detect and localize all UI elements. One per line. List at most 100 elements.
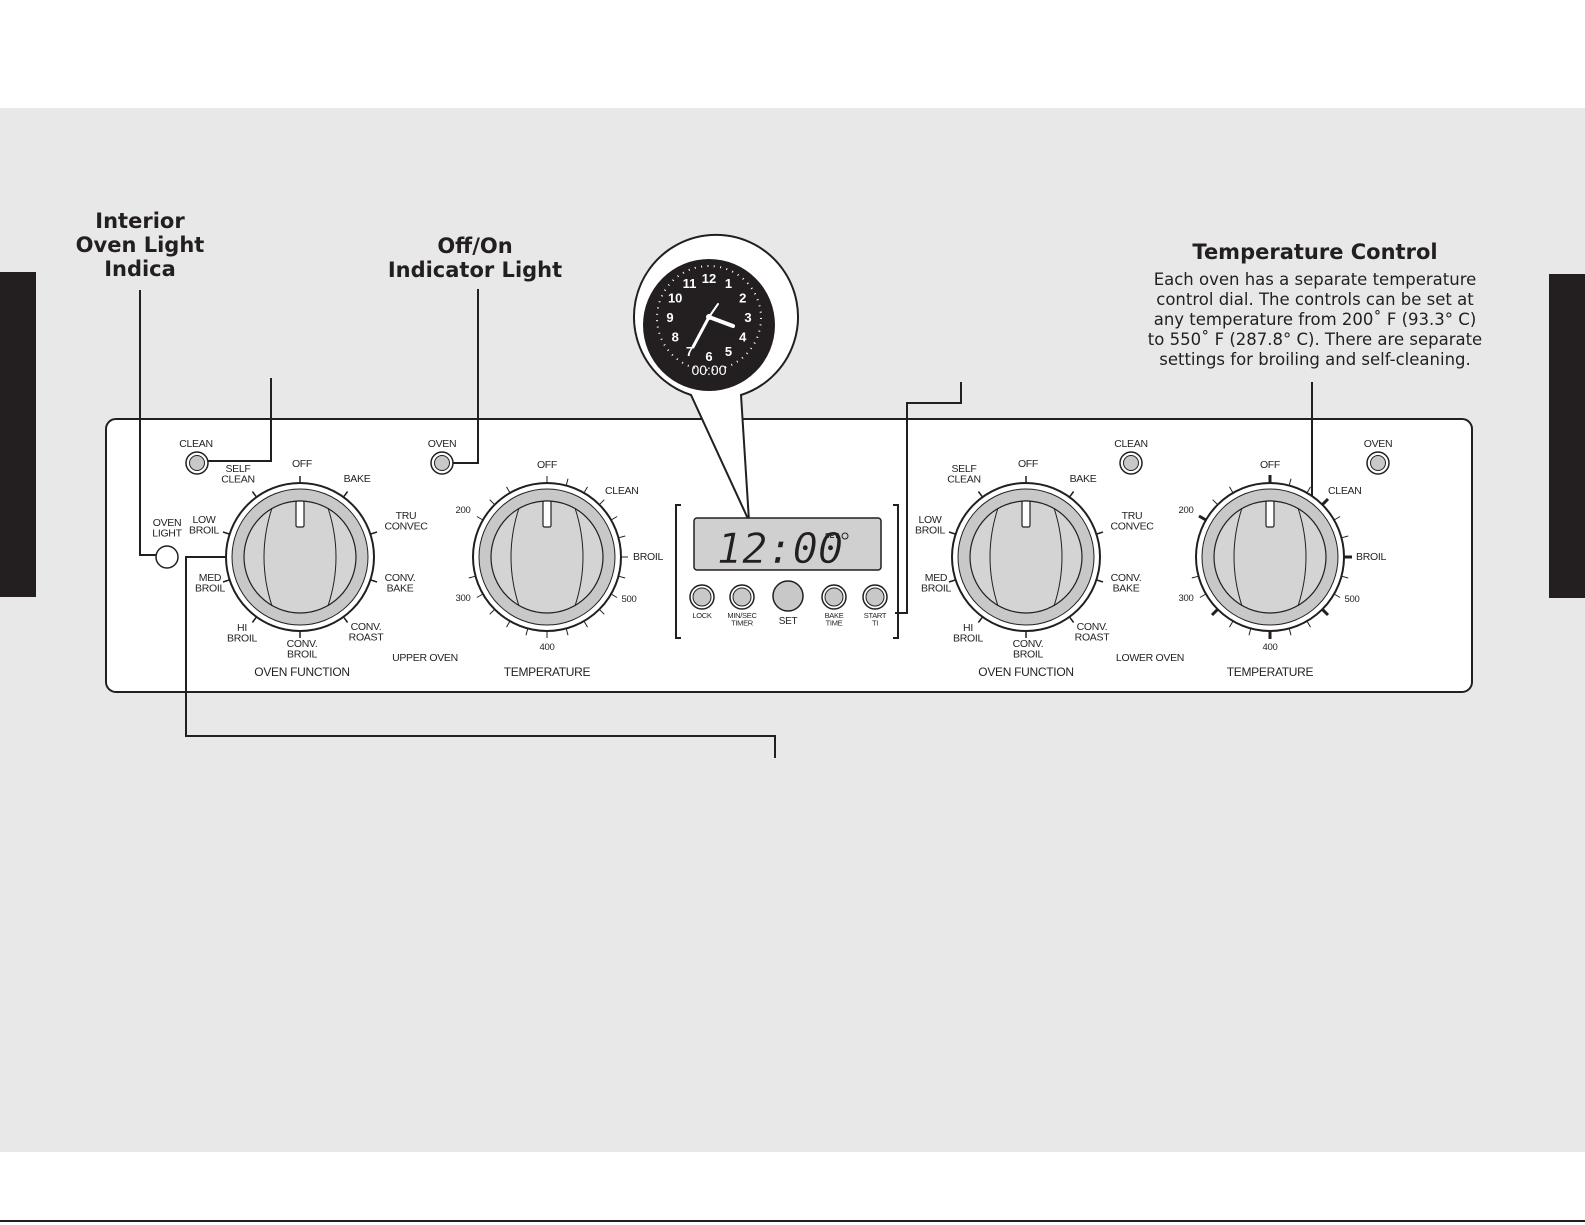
clock-number: 4 — [739, 330, 747, 345]
lock-button[interactable] — [689, 584, 715, 610]
dial-tick — [1333, 516, 1341, 521]
temp-400-label: 400 — [540, 642, 555, 653]
display-set-indicator: SET — [825, 533, 839, 540]
dial-tick — [1321, 497, 1330, 506]
interior-light-callout-title: Interior Oven Light Indica — [75, 209, 205, 281]
dial-tick — [468, 575, 476, 579]
lower-temperature-knob[interactable] — [1195, 482, 1345, 632]
clock-number: 1 — [725, 276, 732, 291]
lower-oven-indicator — [1366, 451, 1390, 475]
dial-tick — [1229, 620, 1234, 628]
temperature-label: TEMPERATURE — [1227, 665, 1314, 679]
min-sec-timer-button[interactable] — [729, 584, 755, 610]
temp-200-label: 200 — [456, 505, 471, 516]
conv-bake-label: CONV.BAKE — [385, 572, 416, 595]
footer-rule — [0, 1220, 1585, 1222]
dial-tick — [1191, 575, 1199, 579]
clean-label: CLEAN — [1114, 438, 1148, 450]
dial-tick — [1321, 608, 1330, 617]
left-edge-tab — [0, 272, 36, 597]
clock-number: 12 — [702, 271, 716, 286]
dial-tick-marks — [222, 475, 1352, 639]
clock-number: 5 — [725, 344, 732, 359]
clock-number: 7 — [686, 344, 693, 359]
display-time: 12:00 — [717, 524, 843, 573]
temperature-control-callout-title: Temperature Control — [1192, 240, 1438, 264]
dial-tick — [1248, 628, 1252, 636]
bake-time-button[interactable] — [821, 584, 847, 610]
upper-oven-label: UPPER OVEN — [392, 652, 458, 664]
off-label: OFF — [537, 459, 557, 471]
clock-number: 6 — [705, 349, 712, 364]
dial-tick — [370, 531, 378, 535]
conv-broil-label: CONV.BROIL — [287, 638, 318, 661]
dial-tick — [618, 575, 626, 579]
upper-temperature-knob[interactable] — [472, 482, 622, 632]
dial-tick — [1198, 514, 1207, 522]
start-time-button[interactable] — [862, 584, 888, 610]
dial-tick — [342, 491, 349, 498]
dial-tick — [1229, 486, 1234, 494]
clock-number: 2 — [739, 291, 746, 306]
conv-bake-label: CONV.BAKE — [1111, 572, 1142, 595]
broil-label: BROIL — [633, 551, 663, 563]
oven-function-label: OVEN FUNCTION — [978, 665, 1073, 679]
dial-tick — [618, 535, 626, 539]
offon-light-callout-title: Off/On Indicator Light — [387, 234, 563, 282]
dial-tick — [222, 579, 230, 583]
oven-label: OVEN — [428, 438, 457, 450]
dial-tick — [565, 478, 569, 486]
temperature-label: TEMPERATURE — [504, 665, 591, 679]
dial-tick — [610, 516, 618, 521]
right-edge-tab — [1549, 274, 1585, 598]
dial-tick — [1212, 499, 1219, 506]
clock-number: 11 — [683, 276, 697, 291]
set-label: SET — [779, 616, 798, 627]
off-label: OFF — [1018, 458, 1038, 470]
lcd-display — [693, 517, 882, 571]
dial-tick — [1210, 608, 1219, 617]
dial-tick — [1068, 616, 1075, 623]
display-bracket — [675, 504, 899, 639]
dial-tick — [948, 579, 956, 583]
dial-tick — [476, 593, 484, 598]
set-button[interactable] — [772, 580, 804, 612]
bake-label: BAKE — [1070, 473, 1097, 485]
upper-oven-function-knob[interactable] — [225, 482, 375, 632]
dial-tick — [370, 579, 378, 583]
oven-light-button[interactable] — [155, 545, 179, 569]
clock-icon — [841, 532, 849, 540]
dial-tick — [598, 499, 605, 506]
lower-oven-function-knob[interactable] — [951, 482, 1101, 632]
dial-tick — [1306, 486, 1311, 494]
clock-hands — [691, 303, 735, 349]
dial-tick — [1306, 620, 1311, 628]
temp-300-label: 300 — [456, 593, 471, 604]
clock-number: 9 — [666, 310, 673, 325]
clean-label: CLEAN — [605, 485, 639, 497]
conv-roast-label: CONV.ROAST — [1075, 621, 1111, 644]
dial-tick — [251, 491, 258, 498]
dial-tick — [977, 616, 984, 623]
lock-label: LOCK — [692, 611, 712, 620]
dial-tick — [977, 491, 984, 498]
lower-clean-indicator — [1119, 451, 1143, 475]
dial-tick — [1068, 491, 1075, 498]
dial-tick — [583, 620, 588, 628]
dial-tick — [342, 616, 349, 623]
